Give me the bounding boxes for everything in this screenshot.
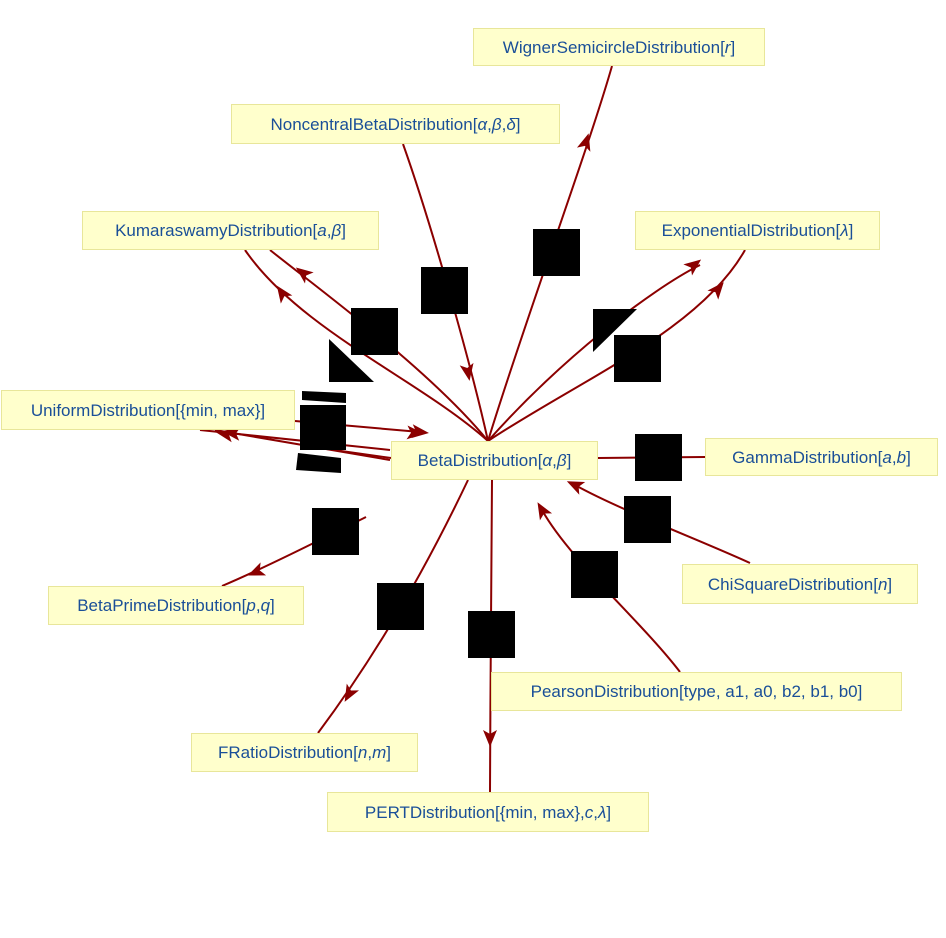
node-betaprime[interactable]: BetaPrimeDistribution[p, q] [48,586,304,625]
edge-label-placeholder [533,229,580,276]
node-name: PERTDistribution [364,802,495,822]
edge-arrowhead [295,267,314,284]
node-pert[interactable]: PERTDistribution[{min, max}, c, λ] [327,792,649,832]
node-name: GammaDistribution [732,447,878,467]
edge-arrowhead [247,562,267,576]
node-arg: n [357,743,368,762]
node-arg: β [331,221,342,240]
node-arg: λ [840,221,849,240]
node-center-beta[interactable]: BetaDistribution[α, β] [391,441,598,480]
edge-arrowhead [683,259,702,276]
node-gamma[interactable]: GammaDistribution[a, b] [705,438,938,476]
edge-arrowhead [483,730,497,747]
node-name: UniformDistribution [30,400,176,420]
node-arg: c [584,802,594,822]
node-name: WignerSemicircleDistribution [502,37,721,57]
edge-arrowhead [707,282,724,300]
node-arg: β [491,114,502,134]
node-chisquare[interactable]: ChiSquareDistribution[n] [682,564,918,604]
edge-arrowhead [537,502,553,521]
node-name: NoncentralBetaDistribution [270,114,473,134]
node-arg: a [882,447,892,467]
edge-label-placeholder [624,496,671,543]
edge-arrowhead [344,683,360,702]
node-noncentral-beta[interactable]: NoncentralBetaDistribution[α, β, δ] [231,104,560,144]
node-name: ExponentialDistribution [661,221,836,240]
node-name: ChiSquareDistribution [707,574,874,594]
node-arg: p [246,596,256,615]
node-arg: δ [506,114,516,134]
node-wigner[interactable]: WignerSemicircleDistribution[r] [473,28,765,66]
edge-label-placeholder [377,583,424,630]
edge-label-placeholder [571,551,618,598]
edge-label-placeholder [614,335,661,382]
node-kumaraswamy[interactable]: KumaraswamyDistribution[a, β] [82,211,379,250]
node-pearson[interactable]: PearsonDistribution[type, a1, a0, b2, b1… [491,672,902,711]
node-arg: λ [597,802,607,822]
node-fratio[interactable]: FRatioDistribution[n, m] [191,733,418,772]
node-arg: a [317,221,327,240]
node-arg: α [477,114,488,134]
node-arg: β [556,451,567,470]
edge-arrowhead [459,362,474,381]
node-name: BetaDistribution [417,451,538,470]
edge-label-placeholder [300,405,346,450]
node-arg: q [260,596,271,615]
edge-arrowhead [576,133,591,152]
node-name: PearsonDistribution [530,682,679,701]
edge-arrowhead [566,481,586,495]
node-name: KumaraswamyDistribution [115,221,313,240]
edge-label-placeholder [421,267,468,314]
node-arg: m [372,743,387,762]
node-arg: type, a1, a0, b2, b1, b0 [683,682,858,701]
node-uniform[interactable]: UniformDistribution[{min, max}] [1,390,295,430]
edge-arrowhead [406,425,424,440]
edge-arrowhead [216,428,235,443]
edge-label-placeholder [635,434,682,481]
node-arg: r [724,37,731,57]
node-exponential[interactable]: ExponentialDistribution[λ] [635,211,880,250]
edge-label-placeholder [468,611,515,658]
node-arg: α [542,451,553,470]
node-name: FRatioDistribution [218,743,354,762]
node-arg: {min, max} [499,802,581,822]
node-arg: n [877,574,888,594]
node-arg: {min, max} [180,400,261,420]
edge-label-placeholder [351,308,398,355]
edge-arrowhead [276,285,293,304]
edge-label-placeholder [312,508,359,555]
node-name: BetaPrimeDistribution [77,596,242,615]
node-arg: b [896,447,907,467]
